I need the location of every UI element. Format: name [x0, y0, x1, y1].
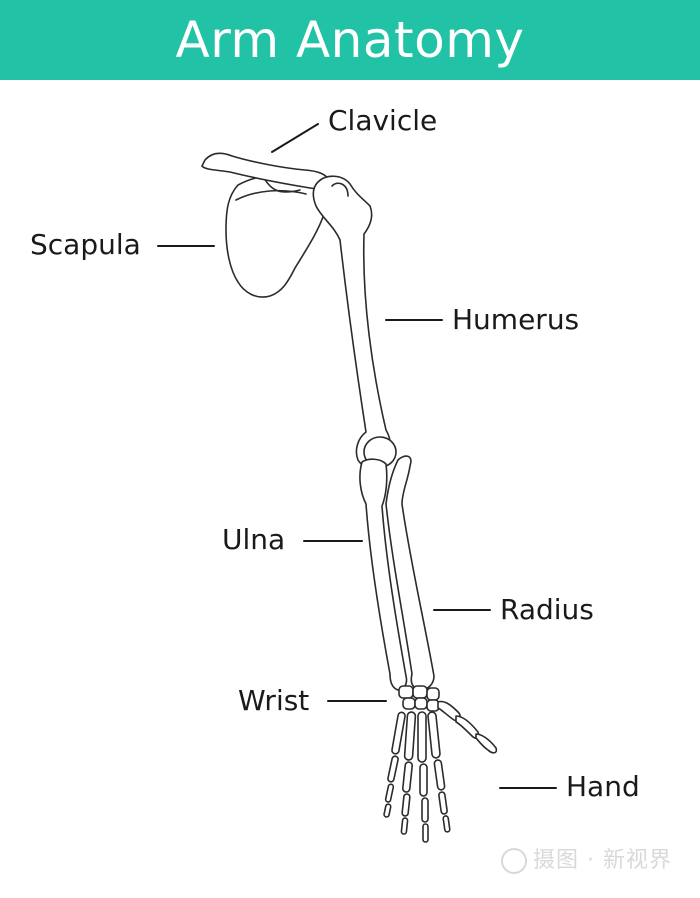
- humerus-bone: [312, 175, 392, 469]
- hand-label: Hand: [566, 770, 640, 803]
- wrist-carpals: [398, 685, 440, 712]
- clavicle-label: Clavicle: [328, 104, 438, 137]
- title-banner: Arm Anatomy: [0, 0, 700, 80]
- watermark-logo-icon: [501, 848, 528, 874]
- ulna-label: Ulna: [222, 523, 286, 556]
- radius-label: Radius: [500, 593, 594, 626]
- leader-lines: [157, 123, 557, 789]
- wrist-label: Wrist: [238, 684, 310, 717]
- radius-bone: [385, 455, 435, 691]
- scapula-bone: [225, 174, 326, 298]
- clavicle-leader: [271, 123, 319, 153]
- watermark-text: 摄图 · 新视界: [533, 848, 672, 873]
- humerus-label: Humerus: [452, 303, 580, 336]
- scapula-spine: [235, 189, 307, 201]
- hand-bones: [383, 700, 498, 843]
- scapula-label: Scapula: [30, 228, 141, 261]
- watermark: 摄图 · 新视界: [501, 842, 672, 874]
- page-title: Arm Anatomy: [175, 11, 525, 69]
- humerus-head: [331, 182, 349, 197]
